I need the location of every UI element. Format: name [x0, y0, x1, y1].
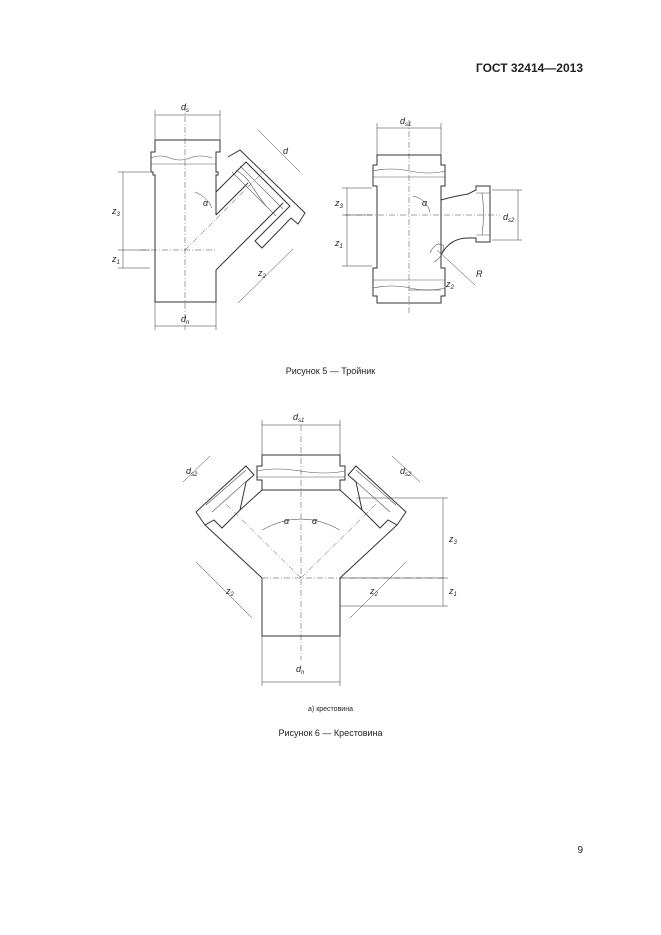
fig5-left-z1-label: z1 [111, 254, 120, 266]
fig6-alpha-right-label: α [312, 516, 318, 526]
fig6-z3-label: z3 [448, 534, 458, 546]
fig5-right-z3-label: z3 [334, 198, 344, 210]
fig5-right-alpha-label: α [422, 198, 428, 208]
figure6-sub-caption: а) крестовина [308, 706, 353, 713]
fig5-left-ds-label: ds [181, 102, 189, 114]
fig5-right-z2-label: z2 [445, 279, 455, 291]
fig5-right-tee-drawing [342, 120, 522, 315]
fig6-ds1-label: ds1 [293, 412, 304, 424]
fig5-right-R-label: R [476, 269, 483, 279]
fig6-ds2-left-label: ds2 [186, 466, 198, 478]
fig6-z1-label: z1 [448, 586, 457, 598]
fig5-right-ds1-label: ds1 [400, 116, 411, 128]
fig6-cross-drawing [182, 420, 448, 686]
fig5-left-branch-d-label: d [283, 146, 289, 156]
standard-header: ГОСТ 32414—2013 [475, 61, 583, 75]
fig5-left-z3-label: z3 [111, 206, 121, 218]
fig6-z2-left-label: z2 [225, 586, 235, 598]
page-number: 9 [577, 845, 583, 856]
figure6-caption: Рисунок 6 — Крестовина [278, 728, 383, 738]
fig5-right-ds2-label: ds2 [503, 212, 515, 224]
fig5-right-z1-label: z1 [334, 238, 343, 250]
figure5-caption: Рисунок 5 — Тройник [285, 366, 376, 376]
fig5-left-dn-label: dn [181, 314, 190, 326]
fig5-left-alpha-label: α [203, 198, 209, 208]
fig5-left-z2-label: z2 [257, 268, 267, 280]
fig6-z2-right-label: z2 [369, 586, 379, 598]
fig6-alpha-left-label: α [284, 516, 290, 526]
fig6-ds2-right-label: ds2 [400, 466, 412, 478]
fig5-left-tee-drawing [118, 105, 306, 330]
fig6-dn-label: dn [296, 664, 305, 676]
